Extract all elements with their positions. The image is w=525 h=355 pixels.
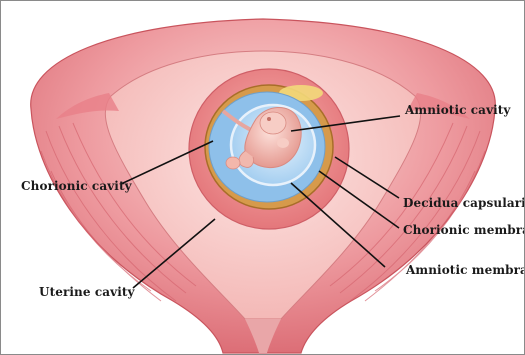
label-decidua-capsularis: Decidua capsularis (403, 196, 525, 210)
label-amniotic-cavity: Amniotic cavity (405, 103, 511, 117)
label-chorionic-cavity: Chorionic cavity (21, 179, 132, 193)
label-amniotic-membrane: Amniotic membrane (406, 263, 525, 277)
yolk-sac (226, 157, 240, 169)
label-chorionic-membrane: Chorionic membrane (403, 223, 525, 237)
label-uterine-cavity: Uterine cavity (39, 285, 135, 299)
